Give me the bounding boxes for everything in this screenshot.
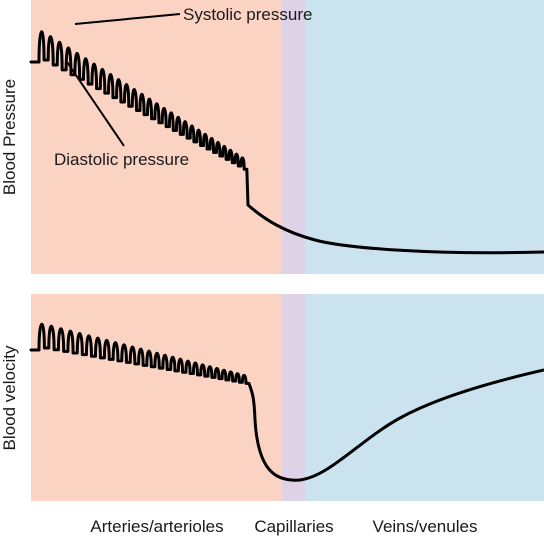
blood-velocity-curve [29, 322, 544, 482]
blood-pressure-axis-label: Blood Pressure [0, 79, 19, 195]
diastolic-leader-line [66, 61, 125, 147]
diastolic-pressure-label: Diastolic pressure [54, 150, 189, 169]
systolic-leader-line [74, 13, 181, 25]
capillaries-label: Capillaries [254, 517, 333, 536]
bottom-panel: Blood velocity [0, 294, 544, 501]
blood-velocity-axis-label: Blood velocity [0, 345, 19, 450]
top-capillaries-region [282, 0, 305, 274]
bottom-capillaries-region [282, 294, 305, 501]
arteries-arterioles-label: Arteries/arterioles [90, 517, 223, 536]
veins-venules-label: Veins/venules [373, 517, 478, 536]
top-arteries-region [31, 0, 282, 274]
top-panel: Systolic pressure Diastolic pressure Blo… [0, 0, 544, 274]
systolic-pressure-label: Systolic pressure [183, 5, 312, 24]
blood-pressure-curve [29, 30, 544, 255]
bottom-veins-region [305, 294, 544, 501]
bottom-arteries-region [31, 294, 282, 501]
top-veins-region [305, 0, 544, 274]
